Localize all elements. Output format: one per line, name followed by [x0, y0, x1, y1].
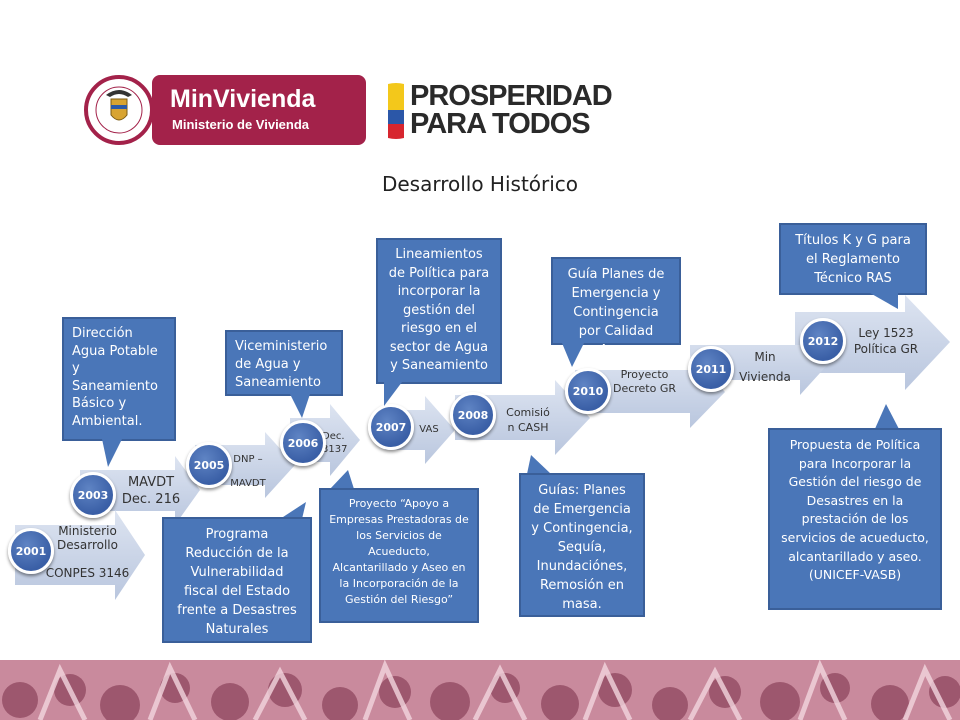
- callout-tail: [870, 293, 898, 309]
- year-badge-2008: 2008: [450, 392, 496, 438]
- callout-guias-planes: Guías: Planes de Emergencia y Contingenc…: [519, 473, 645, 617]
- callout-proyecto-apoyo: Proyecto “Apoyo a Empresas Prestadoras d…: [319, 488, 479, 623]
- year-badge-2005: 2005: [186, 442, 232, 488]
- crowd-photo-banner: [0, 660, 960, 720]
- timeline-label-2012: Ley 1523 Política GR: [853, 326, 919, 356]
- callout-tail: [874, 404, 900, 431]
- year-badge-2003: 2003: [70, 472, 116, 518]
- year-badge-2010: 2010: [565, 368, 611, 414]
- timeline-label-2011: Min Vivienda: [739, 350, 791, 384]
- callout-guia-planes: Guía Planes de Emergencia y Contingencia…: [551, 257, 681, 358]
- year-badge-2007: 2007: [368, 404, 414, 450]
- callout-tail: [102, 439, 122, 467]
- callout-tail: [562, 343, 584, 367]
- colombia-seal-icon: [84, 75, 366, 145]
- timeline-label-2005: DNP – MAVDT: [230, 454, 266, 489]
- callout-titulos-kg: Títulos K y G para el Reglamento Técnico…: [779, 223, 927, 295]
- callout-programa-reduccion: Programa Reducción de la Vulnerabilidad …: [162, 517, 312, 643]
- year-badge-2011: 2011: [688, 346, 734, 392]
- timeline-label-2010: Proyecto Decreto GR: [612, 368, 677, 395]
- arrow-2010: [575, 355, 725, 428]
- callout-viceministerio: Viceministerio de Agua y Saneamiento: [225, 330, 343, 396]
- callout-tail: [290, 394, 310, 418]
- colombia-flag-icon: [388, 83, 404, 139]
- callout-propuesta-politica: Propuesta de Política para Incorporar la…: [768, 428, 942, 610]
- callout-direccion-agua: Dirección Agua Potable y Saneamiento Bás…: [62, 317, 176, 441]
- arrow-2012-big: [795, 295, 950, 390]
- callout-tail: [527, 455, 551, 474]
- timeline-label-2003: MAVDT Dec. 216: [121, 475, 181, 507]
- timeline-label-2006: Dec. 3137: [322, 431, 348, 455]
- prosperidad-line1: PROSPERIDAD: [410, 80, 613, 112]
- page-title: Desarrollo Histórico: [381, 172, 579, 196]
- callout-tail: [280, 502, 306, 519]
- callout-lineamientos: Lineamientos de Política para incorporar…: [376, 238, 502, 384]
- prosperidad-line2: PARA TODOS: [410, 108, 591, 140]
- timeline-label-2008: Comisió n CASH: [506, 406, 550, 434]
- arrow-2001-shape: [15, 510, 145, 600]
- timeline-label-2007: VAS: [419, 424, 439, 435]
- year-badge-2012: 2012: [800, 318, 846, 364]
- minvivienda-logo: MinVivienda Ministerio de Vivienda: [84, 75, 366, 145]
- callout-tail: [330, 470, 354, 489]
- year-badge-2006: 2006: [280, 420, 326, 466]
- timeline-label-2001: Ministerio Desarrollo CONPES 3146: [45, 524, 130, 580]
- minvivienda-brand: MinVivienda: [170, 85, 316, 113]
- prosperidad-logo: PROSPERIDAD PARA TODOS: [386, 80, 616, 142]
- minvivienda-subtitle: Ministerio de Vivienda: [172, 117, 310, 132]
- callout-tail: [384, 382, 402, 406]
- crowd-photo-image: [0, 660, 960, 720]
- year-badge-2001: 2001: [8, 528, 54, 574]
